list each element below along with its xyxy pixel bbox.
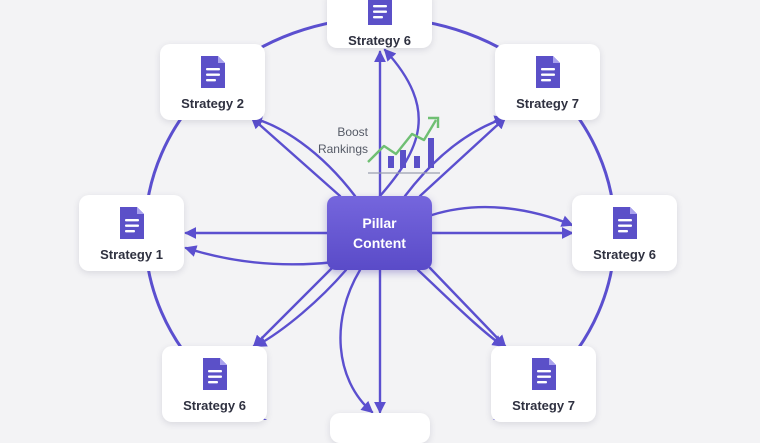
- strategy-node-label: Strategy 7: [516, 95, 579, 111]
- connector-top-left: [250, 116, 342, 198]
- strategy-node-right[interactable]: Strategy 6: [572, 195, 677, 271]
- strategy-node-top-left[interactable]: Strategy 2: [160, 44, 265, 120]
- document-icon: [367, 0, 392, 25]
- strategy-node-bottom[interactable]: [330, 413, 430, 443]
- strategy-node-label: Strategy 6: [593, 246, 656, 262]
- growth-chart-icon: [367, 116, 440, 174]
- connector-right-arc: [430, 205, 574, 227]
- document-icon: [531, 357, 556, 390]
- connector-bottom-left: [252, 266, 334, 348]
- document-icon: [119, 206, 144, 239]
- strategy-node-bottom-left[interactable]: Strategy 6: [162, 346, 267, 422]
- strategy-node-label: Strategy 1: [100, 246, 163, 262]
- document-icon: [200, 55, 225, 88]
- document-icon: [202, 357, 227, 390]
- connector-lines: [184, 48, 574, 414]
- connector-bottom-left-arc: [254, 268, 348, 348]
- strategy-node-top[interactable]: Strategy 6: [327, 0, 432, 48]
- pillar-content-node[interactable]: Pillar Content: [327, 196, 432, 270]
- strategy-node-label: Strategy 2: [181, 95, 244, 111]
- boost-rankings-label: Boost Rankings: [317, 125, 368, 156]
- connector-top-right: [418, 116, 507, 198]
- connector-top-arc: [378, 48, 420, 198]
- strategy-node-label: Strategy 7: [512, 397, 575, 413]
- document-icon: [612, 206, 637, 239]
- connector-top-left-arc: [250, 114, 357, 198]
- connector-bottom-right-arc: [416, 268, 505, 348]
- strategy-node-label: Strategy 6: [183, 397, 246, 413]
- connector-bottom-right: [428, 266, 507, 348]
- document-icon: [535, 55, 560, 88]
- pillar-content-label: Pillar Content: [353, 215, 406, 251]
- strategy-node-bottom-right[interactable]: Strategy 7: [491, 346, 596, 422]
- connector-left-arc: [184, 245, 337, 266]
- strategy-node-label: Strategy 6: [348, 32, 411, 48]
- connector-bottom-arc: [339, 268, 374, 414]
- strategy-node-top-right[interactable]: Strategy 7: [495, 44, 600, 120]
- strategy-node-left[interactable]: Strategy 1: [79, 195, 184, 271]
- connector-top-right-arc: [403, 115, 507, 198]
